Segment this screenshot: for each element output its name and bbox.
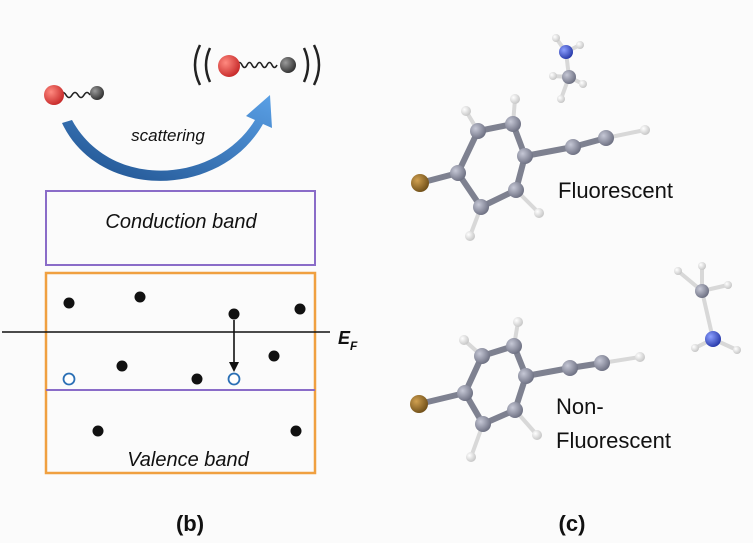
electron [116, 360, 128, 372]
bromine-atom [411, 174, 429, 192]
hydrogen-atom [698, 262, 706, 270]
electron [63, 297, 75, 309]
fermi-level-label: EF [338, 328, 358, 353]
carbon-atom [506, 338, 522, 354]
spring-bond [236, 61, 278, 69]
hydrogen-atom [557, 95, 565, 103]
carbon-atom [470, 123, 486, 139]
carbon-atom [474, 348, 490, 364]
carbon-atom [594, 355, 610, 371]
non-fluorescent-label-line1: Non- [556, 394, 604, 419]
transition-arrowhead [229, 362, 239, 372]
molecule-fluorescent: Fluorescent [411, 34, 673, 241]
panel-b-label: (b) [176, 511, 204, 536]
carbon-atom [508, 182, 524, 198]
spring-bond [59, 91, 91, 99]
vibration-mark [193, 44, 202, 86]
hydrogen-atom [635, 352, 645, 362]
scattering-label: scattering [131, 126, 205, 145]
electron [92, 425, 104, 437]
hydrogen-atom [733, 346, 741, 354]
hole [62, 372, 76, 386]
hydrogen-atom [510, 94, 520, 104]
conduction-band-box [45, 190, 316, 266]
hydrogen-atom [465, 231, 475, 241]
valence-band-box [44, 271, 317, 475]
vibration-mark [302, 47, 310, 83]
electron [294, 303, 306, 315]
hydrogen-atom [691, 344, 699, 352]
carbon-atom [450, 165, 466, 181]
hydrogen-atom [534, 208, 544, 218]
nitrogen-atom [705, 331, 721, 347]
hydrogen-atom [640, 125, 650, 135]
carbon-atom [473, 199, 489, 215]
carbon-atom [695, 284, 709, 298]
panel-b: scattering Conduction band Valence band … [2, 44, 358, 536]
hydrogen-atom [461, 106, 471, 116]
carbon-atom [505, 116, 521, 132]
hole [227, 372, 241, 386]
gray-atom [90, 86, 104, 100]
hydrogen-atom [579, 80, 587, 88]
electron [191, 373, 203, 385]
conduction-band-label: Conduction band [105, 211, 257, 233]
electron [228, 308, 240, 320]
hydrogen-atom [674, 267, 682, 275]
red-atom [44, 85, 64, 105]
panel-c: Fluorescent [410, 34, 741, 536]
diatomic-molecule-right [193, 44, 321, 86]
electron [268, 350, 280, 362]
hydrogen-atom [724, 281, 732, 289]
molecule-non-fluorescent: Non- Fluorescent [410, 262, 741, 462]
carbon-atom [475, 416, 491, 432]
hydrogen-atom [459, 335, 469, 345]
electron [290, 425, 302, 437]
carbon-atom [598, 130, 614, 146]
hydrogen-atom [466, 452, 476, 462]
hydrogen-atom [552, 34, 560, 42]
hydrogen-atom [532, 430, 542, 440]
carbon-atom [565, 139, 581, 155]
panel-c-label: (c) [559, 511, 586, 536]
non-fluorescent-label-line2: Fluorescent [556, 428, 671, 453]
vibration-mark [312, 44, 321, 86]
carbon-atom [507, 402, 523, 418]
hydrogen-atom [549, 72, 557, 80]
hydrogen-atom [576, 41, 584, 49]
carbon-atom [562, 360, 578, 376]
gray-atom [280, 57, 296, 73]
carbon-atom [457, 385, 473, 401]
valence-band-label: Valence band [127, 449, 249, 471]
carbon-atom [517, 148, 533, 164]
nitrogen-atom [559, 45, 573, 59]
carbon-atom [518, 368, 534, 384]
curved-arrow-shape [62, 95, 272, 181]
scattering-arrow: scattering [62, 95, 272, 181]
electron [134, 291, 146, 303]
vibration-mark [204, 47, 212, 83]
diatomic-molecule-left [44, 85, 104, 105]
red-atom [218, 55, 240, 77]
carbon-atom [562, 70, 576, 84]
fluorescent-label: Fluorescent [558, 178, 673, 203]
hydrogen-atom [513, 317, 523, 327]
bromine-atom [410, 395, 428, 413]
